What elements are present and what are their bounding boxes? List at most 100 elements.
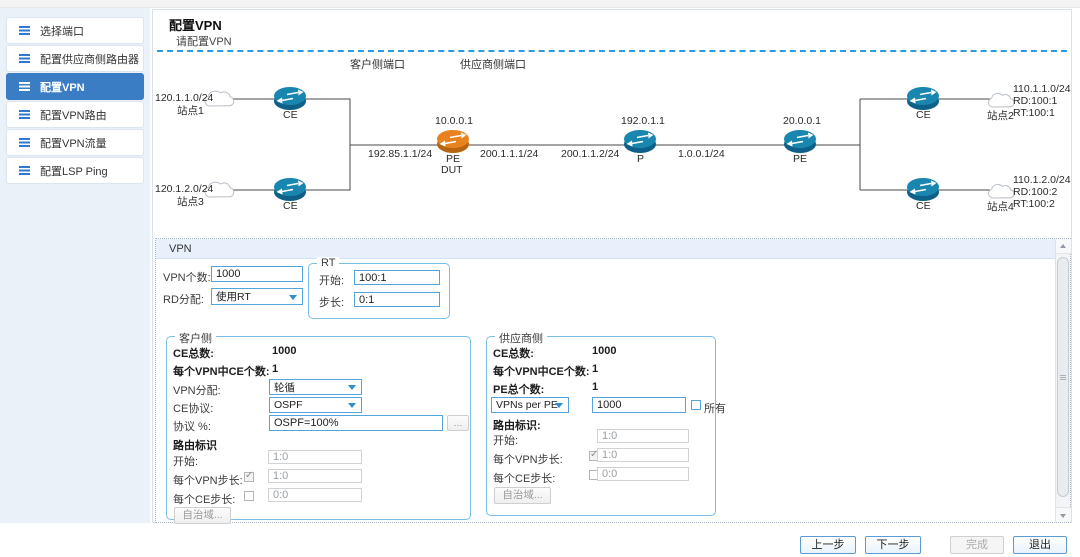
ce-label: CE [283, 109, 298, 121]
ce-router-icon [274, 87, 306, 110]
menu-lines-icon [19, 138, 30, 147]
site3-cloud-icon [204, 181, 235, 198]
pe-right-label: PE [793, 153, 807, 165]
link-ip-label: 192.85.1.1/24 [368, 148, 432, 160]
vpn-count-label: VPN个数: [163, 272, 211, 284]
ce-per-vpn-value: 1 [272, 363, 279, 375]
scroll-down-button[interactable] [1056, 507, 1071, 522]
ce-total-value: 1000 [592, 345, 617, 357]
protocol-pct-input[interactable] [269, 415, 443, 431]
sidebar-item-label: 配置VPN流量 [40, 137, 107, 150]
rd-alloc-value: 使用RT [216, 291, 251, 303]
ce-per-vpn-value: 1 [592, 363, 599, 375]
pe-dut-label: PE [446, 153, 460, 165]
menu-lines-icon [19, 82, 30, 91]
per-vpn-step-label: 每个VPN步长: [493, 454, 563, 466]
per-ce-step-label: 每个CE步长: [173, 494, 236, 506]
arrow-up-icon [1060, 244, 1066, 248]
p-router-icon [624, 130, 656, 153]
pe-router-icon [784, 130, 816, 153]
rd-alloc-dropdown[interactable]: 使用RT [211, 288, 303, 305]
per-ce-step-input [268, 488, 362, 502]
vpn-alloc-dropdown[interactable]: 轮循 [269, 379, 362, 395]
sidebar-item-config-provider-router[interactable]: 配置供应商侧路由器 [6, 45, 144, 72]
site2-rd-label: RD:100:1 [1013, 95, 1058, 107]
vpn-panel-scrollbar[interactable] [1055, 239, 1071, 522]
route-start-label: 开始: [493, 435, 519, 447]
ce-protocol-value: OSPF [274, 399, 303, 411]
site2-cloud-icon [988, 93, 1015, 108]
sidebar-item-config-lsp-ping[interactable]: 配置LSP Ping [6, 157, 144, 184]
vpns-per-pe-count-input[interactable] [592, 397, 686, 413]
rt-start-input[interactable] [354, 270, 440, 285]
sidebar-item-label: 配置VPN [40, 81, 85, 94]
ce-router-icon [907, 178, 939, 201]
protocol-pct-more-button[interactable]: ... [447, 415, 469, 431]
ce-router-icon [274, 178, 306, 201]
menu-lines-icon [19, 110, 30, 119]
sidebar-item-config-vpn-traffic[interactable]: 配置VPN流量 [6, 129, 144, 156]
menu-lines-icon [19, 166, 30, 175]
chevron-down-icon [555, 403, 563, 408]
p-router-label: P [637, 153, 644, 165]
site1-cloud-icon [204, 90, 235, 107]
next-step-button[interactable]: 下一步 [865, 536, 921, 554]
finish-button[interactable]: 完成 [950, 536, 1004, 554]
sidebar-item-config-vpn-routes[interactable]: 配置VPN路由 [6, 101, 144, 128]
site2-network-label: 110.1.1.0/24 [1013, 83, 1071, 95]
ce-protocol-dropdown[interactable]: OSPF [269, 397, 362, 413]
vpn-panel-header: VPN [156, 239, 1057, 259]
rt-start-label: 开始: [319, 275, 345, 287]
customer-side-legend: 客户侧 [175, 330, 216, 346]
site1-network-label: 120.1.1.0/24 [155, 92, 214, 104]
all-checkbox[interactable] [691, 400, 701, 410]
sidebar-item-label: 配置供应商侧路由器 [40, 53, 139, 66]
per-vpn-step-input [268, 469, 362, 483]
site4-rt-label: RT:100:2 [1013, 198, 1055, 210]
sidebar-item-config-vpn[interactable]: 配置VPN [6, 73, 144, 100]
ce-total-label: CE总数: [493, 348, 534, 360]
ce-total-label: CE总数: [173, 348, 214, 360]
menu-lines-icon [19, 54, 30, 63]
protocol-pct-label: 协议 %: [173, 421, 211, 433]
ce-label: CE [916, 200, 931, 212]
wizard-step-sidebar: 选择端口 配置供应商侧路由器 配置VPN 配置VPN路由 配置VPN流量 配置L… [0, 8, 150, 523]
pe-dut-router-icon [437, 130, 469, 153]
customer-side-group: 客户侧 CE总数: 1000 每个VPN中CE个数: 1 VPN分配: 轮循 C… [166, 330, 471, 524]
rt-group-legend: RT [317, 257, 340, 269]
vpn-count-input[interactable] [211, 266, 303, 282]
vpn-alloc-value: 轮循 [274, 381, 295, 394]
ce-per-vpn-label: 每个VPN中CE个数: [173, 366, 270, 378]
sidebar-item-select-ports[interactable]: 选择端口 [6, 17, 144, 44]
site3-name-label: 站点3 [177, 195, 204, 208]
ce-router-icon [907, 87, 939, 110]
per-vpn-step-checkbox [244, 470, 254, 482]
rt-step-input[interactable] [354, 292, 440, 307]
chevron-down-icon [348, 385, 356, 390]
pe-dut-label2: DUT [441, 164, 463, 176]
rt-step-label: 步长: [319, 297, 345, 309]
per-vpn-step-label: 每个VPN步长: [173, 475, 243, 487]
scrollbar-thumb[interactable] [1057, 257, 1069, 497]
page-title: 配置VPN [169, 18, 222, 33]
vpns-per-pe-dropdown[interactable]: VPNs per PE [491, 397, 569, 413]
ce-label: CE [916, 109, 931, 121]
autonomous-system-button: 自治域... [494, 487, 551, 504]
chevron-down-icon [348, 403, 356, 408]
rd-alloc-label: RD分配: [163, 294, 204, 306]
link-ip-label: 1.0.0.1/24 [678, 148, 725, 160]
per-ce-step-label: 每个CE步长: [493, 473, 556, 485]
scroll-up-button[interactable] [1056, 239, 1071, 254]
previous-step-button[interactable]: 上一步 [800, 536, 856, 554]
site4-network-label: 110.1.2.0/24 [1013, 174, 1071, 186]
ce-protocol-label: CE协议: [173, 403, 214, 415]
rt-group: RT 开始: 步长: [308, 257, 450, 319]
exit-button[interactable]: 退出 [1013, 536, 1067, 554]
site4-name-label: 站点4 [987, 200, 1014, 213]
site4-cloud-icon [988, 184, 1015, 199]
vpns-per-pe-value: VPNs per PE [496, 399, 558, 411]
per-ce-step-input [597, 467, 689, 481]
route-start-input [597, 429, 689, 443]
per-ce-step-checkbox [244, 491, 254, 501]
